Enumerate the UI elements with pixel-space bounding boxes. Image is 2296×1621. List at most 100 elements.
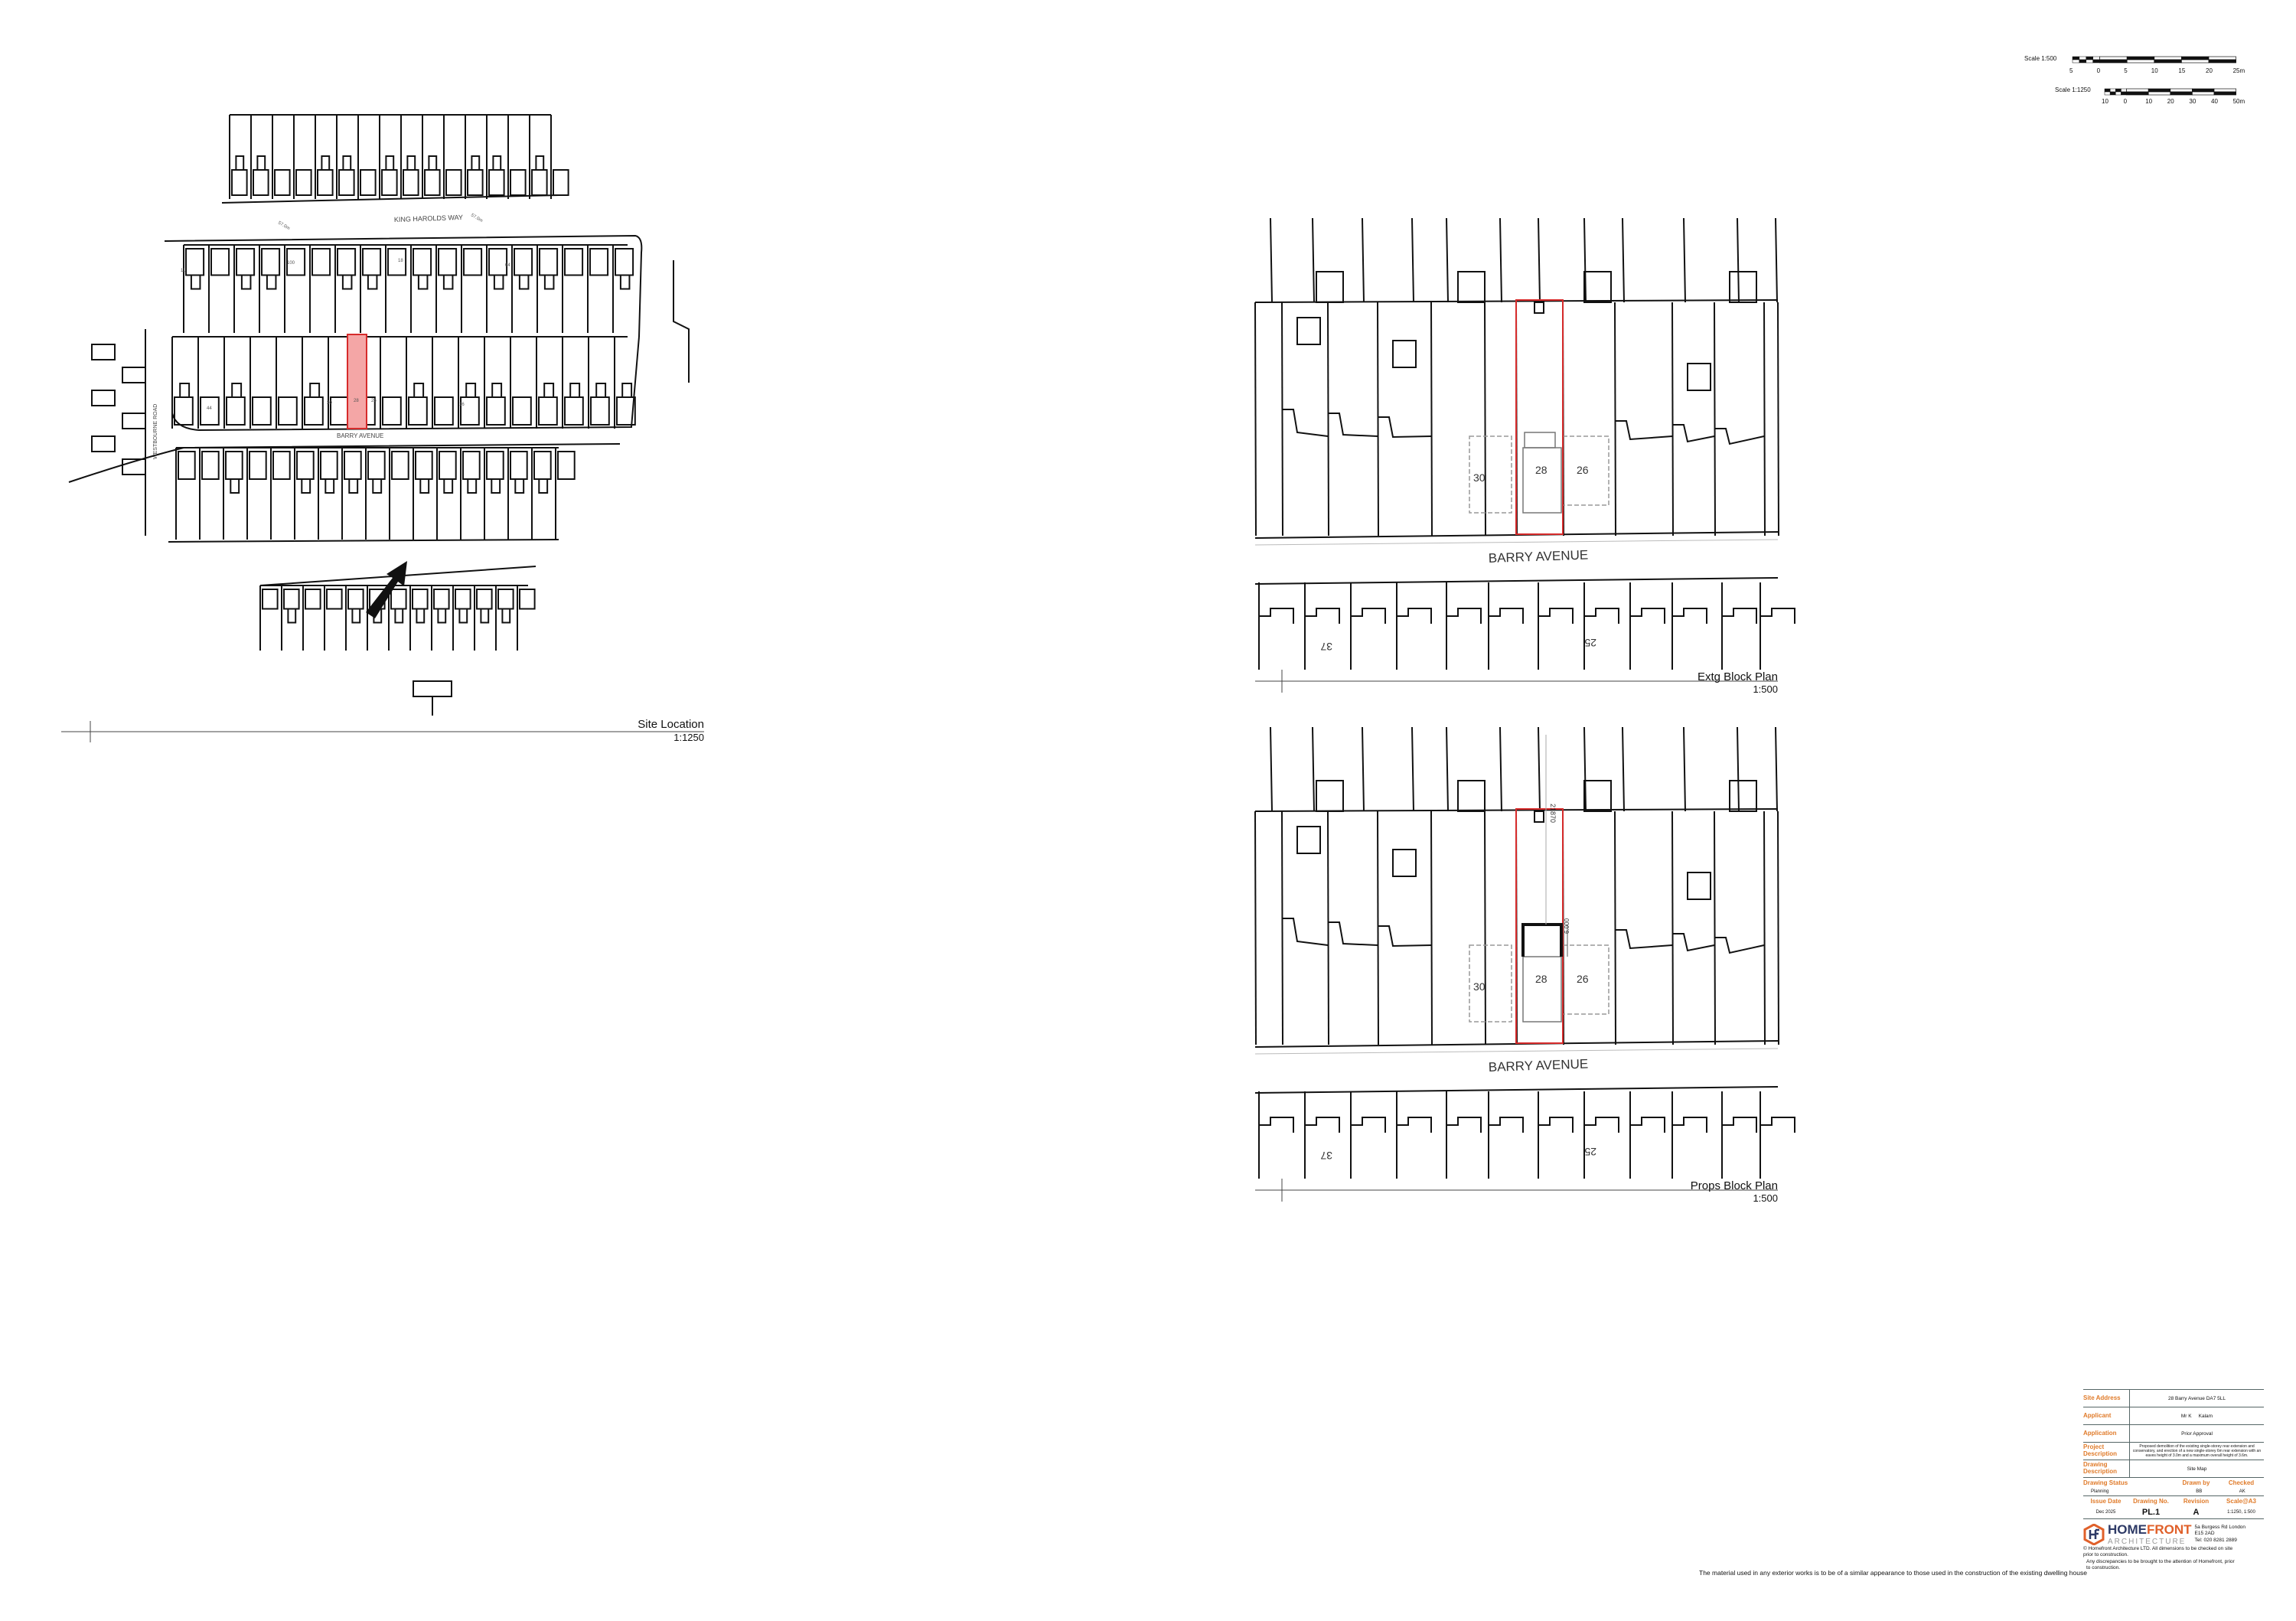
scale-bar-segment [2126, 91, 2149, 96]
plot-line [1446, 217, 1449, 303]
scale-bar-tick: 5 [2069, 67, 2073, 74]
extension-outline [419, 478, 430, 494]
house-outline [344, 451, 362, 480]
extension-outline [385, 155, 395, 171]
scale-bar-segment [2126, 59, 2155, 64]
house-outline [413, 680, 452, 697]
plot-line [1614, 810, 1616, 1045]
plot-line [1775, 726, 1778, 812]
scale-bar-segment [2148, 91, 2171, 96]
drawing-status-label: Drawing Status [2083, 1479, 2128, 1486]
house-outline [200, 396, 220, 426]
extension-outline [569, 383, 581, 398]
house-outline [286, 248, 306, 276]
scale-bar-segment [2170, 88, 2193, 93]
scale-bar-tick: 0 [2096, 67, 2101, 74]
extension-outline [538, 478, 549, 494]
revision-label: Revision [2183, 1498, 2210, 1505]
scale-bar-checker [2109, 91, 2116, 96]
house-outline [337, 248, 357, 276]
house-outline [225, 451, 243, 480]
house-outline [531, 169, 548, 196]
house-number-37: 37 [1320, 641, 1332, 653]
house-outline [539, 248, 559, 276]
plot-line [1763, 302, 1766, 537]
house-outline [387, 248, 407, 276]
proposed-block-plan-scale: 1:500 [1753, 1192, 1778, 1204]
spot-level: 57.0m [470, 214, 483, 224]
extension-outline [465, 383, 477, 398]
house-outline [1714, 428, 1765, 445]
extension-outline [179, 383, 191, 398]
homefront-logo-icon [2083, 1523, 2105, 1545]
project-description-label: Project Description [2083, 1443, 2130, 1460]
house-outline [1714, 937, 1765, 954]
house-outline [486, 451, 504, 480]
house-outline [445, 169, 462, 196]
plot-line [1499, 726, 1502, 812]
scale-bar-tick: 40 [2211, 98, 2218, 105]
site-address-label: Site Address [2083, 1390, 2130, 1407]
extension-outline [518, 274, 530, 290]
house-number: 18 [398, 259, 403, 263]
house-number: 64 [505, 263, 510, 268]
house-outline [1729, 780, 1757, 812]
house-outline [1328, 413, 1378, 437]
scale-label: Scale@A3 [2226, 1498, 2256, 1505]
house-outline [1351, 608, 1386, 624]
house-outline [462, 451, 481, 480]
scale-bar-checker [2072, 59, 2080, 64]
house-number-25: 25 [1584, 1146, 1596, 1158]
plot-line [1430, 810, 1433, 1045]
revision: A [2193, 1508, 2200, 1517]
house-outline [497, 589, 514, 610]
plot-line [1538, 217, 1541, 303]
house-outline [1760, 1117, 1795, 1133]
house-outline [463, 248, 483, 276]
house-outline [201, 451, 220, 480]
house-outline [510, 451, 528, 480]
application: Prior Approval [2181, 1430, 2213, 1437]
house-outline [589, 248, 609, 276]
house-outline [91, 390, 116, 406]
extension-outline [231, 383, 243, 398]
extension-outline [235, 155, 245, 171]
house-outline [320, 451, 338, 480]
issue-date: Dec 2025 [2095, 1510, 2116, 1515]
extension-outline [437, 608, 447, 624]
house-outline [1729, 271, 1757, 303]
house-30-outline [1469, 944, 1512, 1023]
north-arrow-icon [366, 561, 407, 618]
applicant-title: Mr K [2180, 1413, 2192, 1419]
scale-bar-tick: 20 [2206, 67, 2213, 74]
house-outline [91, 344, 116, 360]
extension-outline [595, 383, 607, 398]
scale-bar-tick: 50m [2232, 98, 2245, 105]
scale-bar-segment [2126, 88, 2149, 93]
house-outline [1672, 424, 1715, 443]
house-outline [1378, 925, 1432, 947]
proposed-block-plan-title: Props Block Plan [1690, 1179, 1778, 1192]
house-outline [1538, 608, 1574, 624]
house-outline [362, 248, 382, 276]
brand-architecture: ARCHITECTURE [2108, 1538, 2187, 1546]
house-outline [519, 589, 536, 610]
scale-bars [2072, 56, 2236, 96]
scale-bar-segment [2099, 56, 2128, 60]
extension-outline [471, 155, 481, 171]
plot-line [1484, 810, 1486, 1045]
spot-level: 57.0m [277, 221, 290, 232]
extension-outline [492, 155, 502, 171]
extension-outline [480, 608, 490, 624]
house-outline [262, 589, 279, 610]
house-outline [1259, 1117, 1294, 1133]
site-location-map [68, 114, 690, 716]
scale-bar-checker [2109, 88, 2116, 93]
disclaimer-1: © Homefront Architecture LTD. All dimens… [2083, 1546, 2233, 1558]
applicant-name: Kalam [2198, 1413, 2213, 1419]
extension-outline [342, 155, 352, 171]
extension-outline [301, 478, 311, 494]
scale-bar-segment [2126, 56, 2155, 60]
house-number: 11 [181, 269, 186, 273]
extension-outline [367, 274, 378, 290]
